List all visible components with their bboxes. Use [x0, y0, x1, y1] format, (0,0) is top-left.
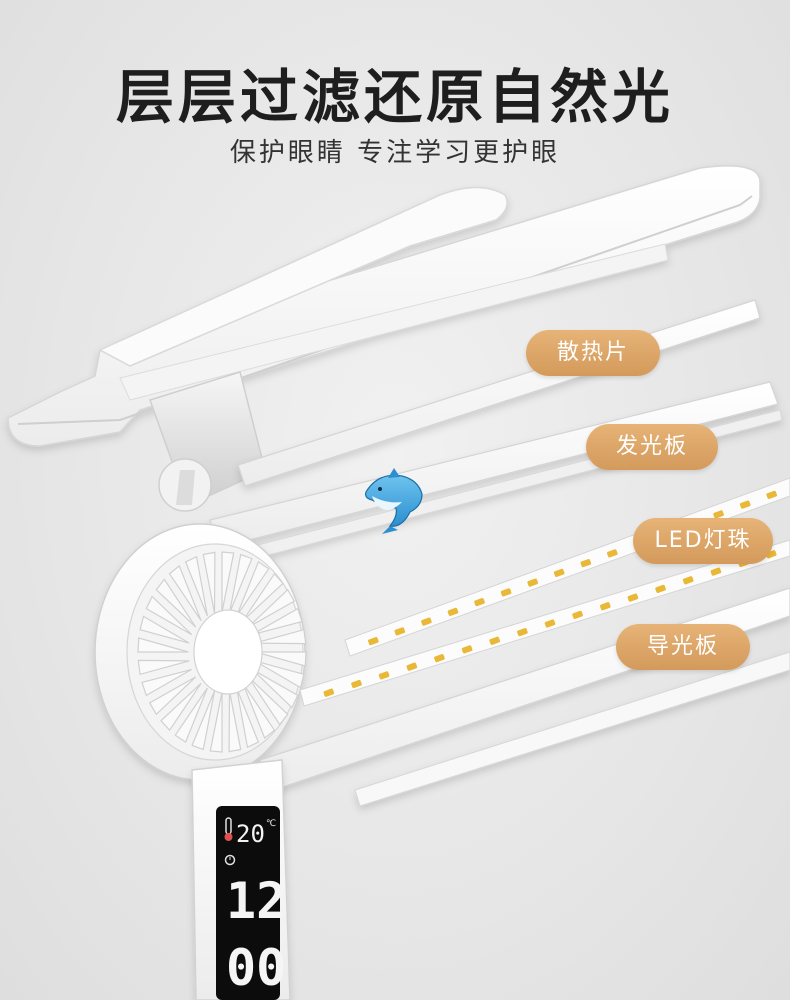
fan-unit	[94, 523, 307, 781]
led-bead	[378, 671, 390, 680]
fan-blade	[184, 555, 208, 617]
fan-blade	[247, 588, 296, 628]
display-clock-hour: 12	[226, 872, 286, 930]
led-bead	[655, 584, 666, 594]
fan-blade	[247, 676, 289, 726]
fan-blade	[236, 560, 270, 617]
led-bead	[553, 568, 565, 578]
fan-blade	[141, 668, 192, 697]
fan-blade	[139, 615, 190, 644]
fan-blade	[242, 682, 276, 740]
dolphin-icon	[365, 468, 423, 534]
led-bead	[710, 567, 722, 576]
alarm-icon	[224, 854, 236, 866]
led-bead	[580, 558, 592, 568]
fan-blade	[254, 628, 307, 645]
thermometer-icon	[224, 817, 233, 841]
led-bead	[572, 610, 583, 620]
fan-blade	[255, 651, 307, 667]
fan-blade	[252, 607, 303, 636]
fan-blade	[191, 690, 216, 751]
fan-blade	[242, 572, 284, 622]
display-temperature: 20	[236, 820, 265, 848]
led-bead	[447, 607, 459, 617]
fan-blade	[251, 668, 299, 709]
lamp-head	[7, 165, 761, 447]
led-bead	[766, 490, 778, 500]
led-bead	[517, 627, 528, 637]
fan-blade	[148, 676, 197, 716]
page-subtitle: 保护眼睛 专注学习更护眼	[229, 138, 561, 168]
fan-blade	[174, 687, 208, 744]
led-bead	[406, 662, 418, 671]
led-bead	[527, 578, 539, 587]
led-bead	[323, 688, 335, 697]
fan-blade	[137, 637, 189, 653]
led-bead	[682, 576, 694, 585]
led-bead	[474, 597, 485, 607]
fan-blade	[228, 690, 242, 753]
led-bead	[606, 549, 618, 558]
led-bead	[434, 653, 445, 663]
led-bead	[739, 500, 751, 509]
led-bead	[500, 588, 512, 597]
page-title: 层层过滤还原自然光	[115, 63, 674, 131]
fan-blade	[202, 551, 216, 614]
fan-blade	[209, 691, 223, 753]
led-bead	[489, 636, 501, 645]
led-bead	[461, 645, 473, 654]
fan-blade	[221, 551, 235, 613]
display-clock-minute: 00	[226, 939, 286, 997]
label-led-beads: LED灯珠	[633, 518, 773, 564]
label-light-panel: 发光板	[586, 424, 718, 470]
lamp-stem: 20 ℃ 12 00	[191, 759, 291, 1000]
fan-blade	[137, 659, 190, 676]
led-bead	[599, 602, 611, 611]
fan-blade	[254, 660, 305, 689]
fan-blade	[155, 578, 197, 628]
led-bead	[421, 617, 432, 626]
fan-blade	[228, 553, 253, 614]
label-heatsink: 散热片	[526, 330, 660, 376]
led-bead	[394, 627, 406, 636]
led-bead	[367, 636, 379, 646]
led-bead	[627, 593, 639, 602]
fan-blade	[145, 595, 193, 636]
led-bead	[713, 510, 724, 519]
label-guide-plate: 导光板	[616, 624, 750, 670]
fan-blade	[160, 682, 202, 732]
hinge-arm	[149, 371, 266, 512]
display-temperature-unit: ℃	[266, 819, 276, 829]
digital-display	[216, 806, 280, 1000]
fan-blade	[236, 687, 260, 749]
led-bead	[544, 619, 556, 628]
led-bead	[351, 679, 362, 689]
fan-blade	[168, 564, 202, 622]
